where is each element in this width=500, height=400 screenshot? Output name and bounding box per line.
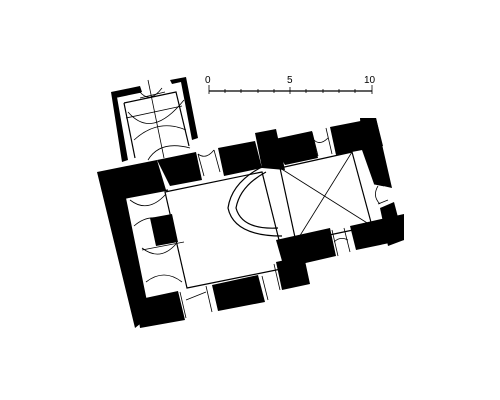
porch-vault-arc-2 — [133, 125, 187, 141]
porch-cross-line — [125, 105, 183, 119]
sanctuary-south-wall-1 — [276, 228, 336, 268]
nave-north-wall-2 — [218, 141, 262, 176]
porch-doorway-arc — [147, 145, 191, 161]
west-aisle-arc-3 — [141, 243, 177, 255]
porch-axis-line — [147, 79, 165, 159]
chancel-arch-inner — [235, 171, 279, 229]
chancel-arch — [227, 163, 283, 237]
porch-top-arc — [139, 87, 163, 98]
west-aisle-line — [141, 241, 185, 251]
nave-west-wall — [97, 160, 166, 328]
sanctuary-east-wall-1 — [360, 118, 392, 188]
scale-label-5: 5 — [287, 75, 293, 86]
nave-north-wall-1 — [157, 152, 202, 186]
nave-west-recess-line — [125, 189, 169, 199]
south-window-1 — [179, 285, 213, 319]
porch-vault-arc — [127, 99, 185, 124]
west-aisle-arc-1 — [129, 193, 167, 207]
sanctuary-south-wall-2 — [350, 214, 404, 250]
porch-top-line — [139, 91, 166, 99]
porch-inner-line-2 — [123, 91, 190, 147]
scale-bar: 0 5 10 — [205, 75, 376, 94]
scale-bar-minor-ticks — [224, 89, 356, 93]
scale-label-0: 0 — [205, 75, 211, 86]
nave-interior-pier — [150, 214, 178, 246]
sanctuary-vault-diagonal-1 — [279, 167, 373, 227]
porch — [111, 77, 198, 162]
nave-south-wall-1 — [136, 291, 185, 328]
south-window-2 — [261, 263, 281, 301]
chancel-arch-outer — [227, 163, 283, 237]
scale-label-10: 10 — [364, 75, 376, 86]
west-aisle-arc-4 — [145, 274, 183, 283]
porch-inner-line — [116, 91, 142, 98]
sanctuary-vault-diagonal-2 — [295, 151, 353, 243]
sanctuary-north-wall-1 — [270, 131, 318, 165]
nave-interior-outline — [164, 171, 287, 289]
porch-outer-wall-right — [170, 77, 198, 140]
west-aisle-arc-2 — [133, 217, 169, 227]
porch-inner-line-3 — [123, 102, 136, 159]
nave — [97, 129, 310, 328]
north-window-1 — [197, 149, 221, 177]
sanctuary-south-window — [331, 227, 351, 257]
nave-south-wall-2 — [212, 275, 265, 311]
sanctuary-north-window — [311, 127, 333, 157]
sanctuary — [270, 118, 404, 268]
sanctuary-east-window — [373, 183, 389, 205]
porch-outer-wall — [111, 86, 142, 162]
